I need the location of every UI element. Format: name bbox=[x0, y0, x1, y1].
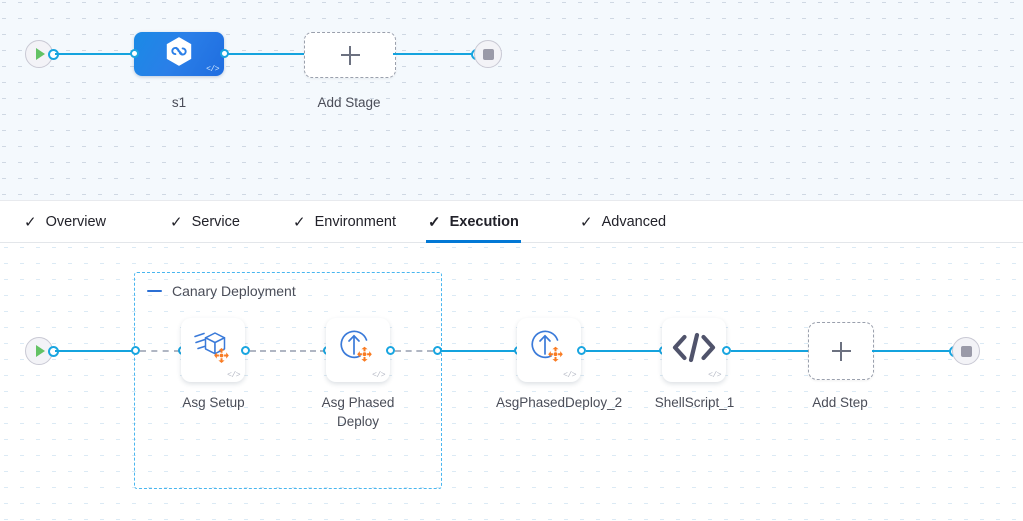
step-group-canary-deployment[interactable] bbox=[134, 272, 442, 489]
stage-end-node[interactable] bbox=[474, 40, 502, 68]
add-step-button[interactable] bbox=[808, 322, 874, 380]
step-label-asgphaseddeploy-2: AsgPhasedDeploy_2 bbox=[496, 395, 623, 410]
connector-start-to-group bbox=[55, 350, 135, 352]
connector-groupleft-to-asgsetup bbox=[140, 350, 180, 352]
group-left-dot[interactable] bbox=[131, 346, 140, 355]
connector-start-to-stage bbox=[55, 53, 138, 55]
asg-deploy-icon bbox=[338, 330, 378, 371]
connector-stage-to-addstage bbox=[227, 53, 305, 55]
plus-icon bbox=[831, 341, 851, 361]
execution-end-node[interactable] bbox=[952, 337, 980, 365]
check-icon: ✓ bbox=[293, 213, 306, 231]
tab-label: Overview bbox=[45, 214, 107, 230]
connector-asgphased2-to-shellscript bbox=[586, 350, 662, 352]
step-node-asgphaseddeploy-2[interactable]: </> bbox=[517, 318, 581, 382]
execution-canvas[interactable]: Canary Deployment bbox=[0, 243, 1023, 521]
stage-canvas[interactable]: </> s1 Add Stage bbox=[0, 0, 1023, 200]
connector-shellscript-to-addstep bbox=[731, 350, 809, 352]
stop-icon bbox=[960, 345, 972, 357]
step-node-shellscript-1[interactable]: </> bbox=[662, 318, 726, 382]
tab-execution[interactable]: ✓ Execution bbox=[426, 201, 521, 243]
add-step-label: Add Step bbox=[812, 395, 868, 410]
connector-asgsetup-to-asgphased bbox=[250, 350, 326, 352]
tab-advanced[interactable]: ✓ Advanced bbox=[578, 201, 668, 243]
add-stage-button[interactable] bbox=[304, 32, 396, 78]
asgphased2-out-dot[interactable] bbox=[577, 346, 586, 355]
check-icon: ✓ bbox=[428, 213, 441, 231]
tab-overview[interactable]: ✓ Overview bbox=[22, 201, 108, 243]
stage-node-s1[interactable]: </> bbox=[134, 32, 224, 76]
stage-in-dot[interactable] bbox=[130, 49, 139, 58]
shellscript-out-dot[interactable] bbox=[722, 346, 731, 355]
step-label-shellscript-1: ShellScript_1 bbox=[654, 395, 735, 410]
step-node-asg-setup[interactable]: </> bbox=[181, 318, 245, 382]
hexagon-link-icon bbox=[164, 36, 194, 73]
step-group-header: Canary Deployment bbox=[147, 283, 296, 299]
check-icon: ✓ bbox=[580, 213, 593, 231]
code-icon bbox=[670, 331, 718, 370]
check-icon: ✓ bbox=[24, 213, 37, 231]
code-badge-icon: </> bbox=[372, 371, 385, 380]
connector-addstage-to-end bbox=[393, 53, 477, 55]
add-stage-label: Add Stage bbox=[317, 95, 381, 110]
code-badge-icon: </> bbox=[708, 371, 721, 380]
stop-icon bbox=[482, 48, 494, 60]
connector-asgphased-to-groupright bbox=[395, 350, 433, 352]
stage-tabs: ✓ Overview ✓ Service ✓ Environment ✓ Exe… bbox=[0, 200, 1023, 243]
tab-label: Service bbox=[191, 214, 240, 230]
asg-phased-out-dot[interactable] bbox=[386, 346, 395, 355]
tab-label: Execution bbox=[449, 214, 519, 230]
tab-service[interactable]: ✓ Service bbox=[168, 201, 242, 243]
step-label-asg-setup: Asg Setup bbox=[182, 395, 245, 410]
collapse-dash-icon[interactable] bbox=[147, 289, 162, 293]
connector-group-to-asgphased2 bbox=[441, 350, 517, 352]
asg-setup-icon bbox=[193, 331, 233, 370]
code-badge-icon: </> bbox=[227, 371, 240, 380]
play-icon bbox=[36, 345, 45, 357]
asg-setup-out-dot[interactable] bbox=[241, 346, 250, 355]
tab-environment[interactable]: ✓ Environment bbox=[291, 201, 398, 243]
step-label-asg-phased-deploy: Asg Phased Deploy bbox=[321, 395, 395, 429]
asg-deploy-icon bbox=[529, 330, 569, 371]
step-node-asg-phased-deploy[interactable]: </> bbox=[326, 318, 390, 382]
connector-addstep-to-end bbox=[872, 350, 954, 352]
code-badge-icon: </> bbox=[206, 65, 219, 74]
play-icon bbox=[36, 48, 45, 60]
step-group-title: Canary Deployment bbox=[172, 283, 296, 299]
stage-label-s1: s1 bbox=[171, 95, 187, 110]
code-badge-icon: </> bbox=[563, 371, 576, 380]
plus-icon bbox=[340, 45, 360, 65]
tab-label: Advanced bbox=[601, 214, 667, 230]
tab-label: Environment bbox=[314, 214, 396, 230]
check-icon: ✓ bbox=[170, 213, 183, 231]
